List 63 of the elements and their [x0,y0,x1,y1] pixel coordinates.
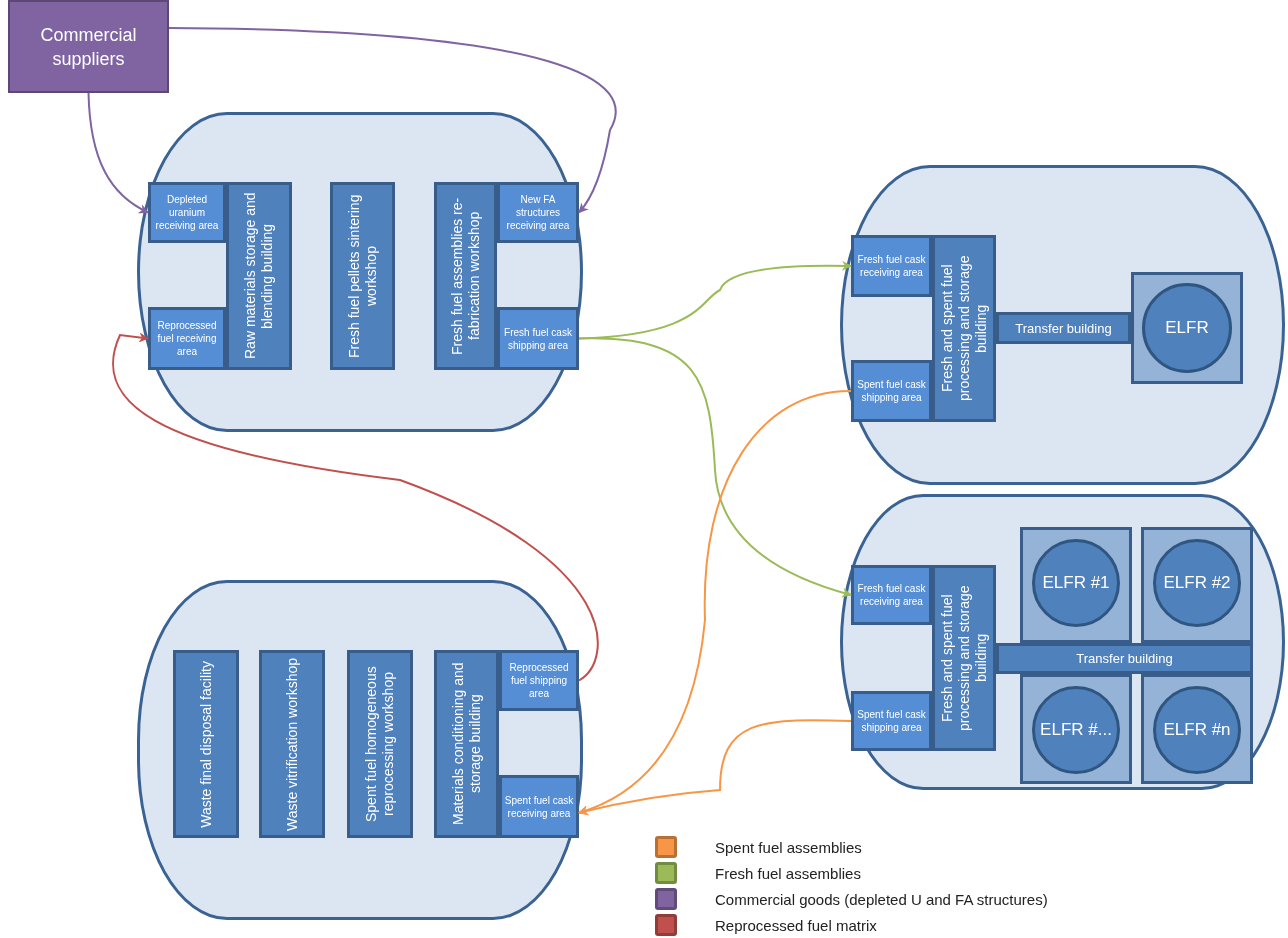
node-label: Fresh fuel assemblies re-fabrication workshop [447,196,483,357]
node-label: Spent fuel cask receiving area [503,793,575,821]
node-label: ELFR #n [1162,719,1232,741]
node-label: New FA structures receiving area [505,193,571,233]
node-label: ELFR #... [1039,719,1113,741]
node-label: Reprocessed fuel shipping area [508,661,570,701]
area-box [497,182,579,243]
node-label: Waste final disposal facility [196,659,215,830]
building-block [173,650,239,838]
node-label: Waste vitrification workshop [282,656,301,833]
building-block [226,182,292,370]
node-label: ELFR #1 [1041,572,1111,594]
node-label: Reprocessed fuel receiving area [156,319,218,359]
flow-arrow [578,337,852,598]
legend-text: Fresh fuel assemblies [715,864,861,882]
transfer-corridor [996,643,1253,674]
node-label: Fresh fuel pellets sintering workshop [344,193,380,360]
node-label: Depleted uranium receiving area [154,193,220,233]
area-box [851,235,932,297]
reactor-pad [1141,527,1253,643]
node-label: Fresh fuel cask receiving area [856,253,927,280]
node-label: Commercial suppliers [39,23,138,71]
area-box [851,565,932,625]
reactor-pad [1020,527,1132,643]
area-box [499,775,579,838]
supplier-box [8,0,169,93]
legend-text: Spent fuel assemblies [715,838,862,856]
building-block [434,650,499,838]
node-label: Fresh fuel cask shipping area [503,325,573,353]
area-box [497,307,579,370]
building-block [932,565,996,751]
reactor-pad [1020,674,1132,784]
flow-arrow [87,92,149,214]
node-label: ELFR [1164,317,1210,339]
area-box [148,182,226,243]
area-box [148,307,226,370]
node-label: Materials conditioning and storage building [448,661,484,828]
building-block [330,182,395,370]
node-label: Spent fuel homogeneous reprocessing workshop [362,665,397,824]
node-label: Raw materials storage and blending building [241,191,276,362]
node-label: Fresh and spent fuel processing and storage building [937,584,990,733]
node-label: Fresh fuel cask receiving area [856,582,927,609]
node-label: Fresh and spent fuel processing and storage building [937,254,990,404]
flow-arrow [168,26,617,214]
legend-text: Commercial goods (depleted U and FA structures) [715,890,1048,908]
building-block [347,650,413,838]
reactor-pad [1141,674,1253,784]
flow-arrow [111,332,599,682]
legend-text: Reprocessed fuel matrix [715,916,877,934]
area-box [851,691,932,751]
reactor-pad [1131,272,1243,384]
building-block [932,235,996,422]
node-label: Spent fuel cask shipping area [856,378,927,405]
node-label: Transfer building [1014,319,1113,338]
node-label: ELFR #2 [1162,572,1232,594]
area-box [499,650,579,711]
building-block [259,650,325,838]
node-label: Transfer building [1075,650,1174,668]
area-box [851,360,932,422]
transfer-corridor [996,312,1131,344]
node-label: Spent fuel cask shipping area [856,708,927,735]
building-block [434,182,497,370]
flow-arrow [578,719,852,816]
